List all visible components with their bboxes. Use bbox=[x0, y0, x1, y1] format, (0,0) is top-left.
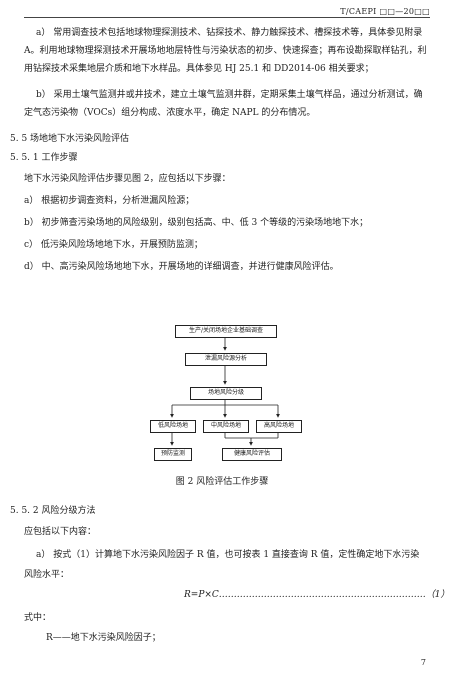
step-c: c） 低污染风险场地地下水，开展预防监测； bbox=[24, 240, 203, 250]
flow-box-low-risk: 低风险场地 bbox=[150, 420, 196, 433]
flow-box-high-risk: 高风险场地 bbox=[256, 420, 302, 433]
steps-intro: 地下水污染风险评估步骤见图 2，应包括以下步骤： bbox=[24, 174, 231, 184]
para-a-line-1: a） 常用调查技术包括地球物理探测技术、钻探技术、静力触探技术、槽探技术等，具体… bbox=[36, 28, 423, 38]
para-a2-line-1: a） 按式（1）计算地下水污染风险因子 R 值，也可按表 1 直接查询 R 值，… bbox=[36, 550, 420, 560]
formula-1: R=P×C……………………………………………………………（1） bbox=[184, 590, 450, 600]
standard-code: T/CAEPI □□—20□□ bbox=[340, 7, 430, 16]
para-a-line-3: 用钻探技术采集地层介质和地下水样品。具体参见 HJ 25.1 和 DD2014-… bbox=[24, 64, 374, 74]
step-b: b） 初步筛查污染场地的风险级别，级别包括高、中、低 3 个等级的污染场地地下水… bbox=[24, 218, 369, 228]
risk-assessment-flowchart: 生产/关闭场地企业基础调查 泄漏风险源分析 场地风险分级 低风险场地 中风险场地… bbox=[130, 322, 320, 467]
section-5-5-2-heading: 5. 5. 2 风险分级方法 bbox=[10, 506, 96, 516]
para-b-line-1: b） 采用土壤气监测井或井技术，建立土壤气监测井群，定期采集土壤气样品，通过分析… bbox=[36, 90, 423, 100]
step-a: a） 根据初步调查资料，分析泄漏风险源； bbox=[24, 196, 195, 206]
section-5-5-1-heading: 5. 5. 1 工作步骤 bbox=[10, 153, 78, 163]
para-a-line-2: A。利用地球物理探测技术开展场地地层特性与污染状态的初步、快速探查；再布设勘探取… bbox=[24, 46, 427, 56]
header-rule bbox=[24, 17, 430, 18]
page-number: 7 bbox=[420, 658, 426, 667]
r-definition: R——地下水污染风险因子； bbox=[46, 633, 161, 643]
para-b-line-2: 定气态污染物（VOCs）组分构成、浓度水平，确定 NAPL 的分布情况。 bbox=[24, 108, 316, 118]
flow-box-site-survey: 生产/关闭场地企业基础调查 bbox=[175, 325, 277, 338]
flow-box-health-risk-assessment: 健康风险评估 bbox=[222, 448, 282, 461]
step-d: d） 中、高污染风险场地地下水，开展场地的详细调查，并进行健康风险评估。 bbox=[24, 262, 339, 272]
flow-box-risk-grading: 场地风险分级 bbox=[190, 387, 262, 400]
figure-caption: 图 2 风险评估工作步骤 bbox=[175, 477, 269, 487]
flow-box-preventive-monitoring: 预防监测 bbox=[154, 448, 192, 461]
flowchart-connectors bbox=[170, 337, 280, 446]
section-5-5-heading: 5. 5 场地地下水污染风险评估 bbox=[10, 134, 130, 144]
flow-box-medium-risk: 中风险场地 bbox=[203, 420, 249, 433]
should-include-text: 应包括以下内容： bbox=[24, 527, 97, 537]
where-label: 式中： bbox=[24, 613, 52, 623]
para-a2-line-2: 风险水平： bbox=[24, 570, 70, 580]
flow-box-leak-source-analysis: 泄漏风险源分析 bbox=[185, 353, 267, 366]
